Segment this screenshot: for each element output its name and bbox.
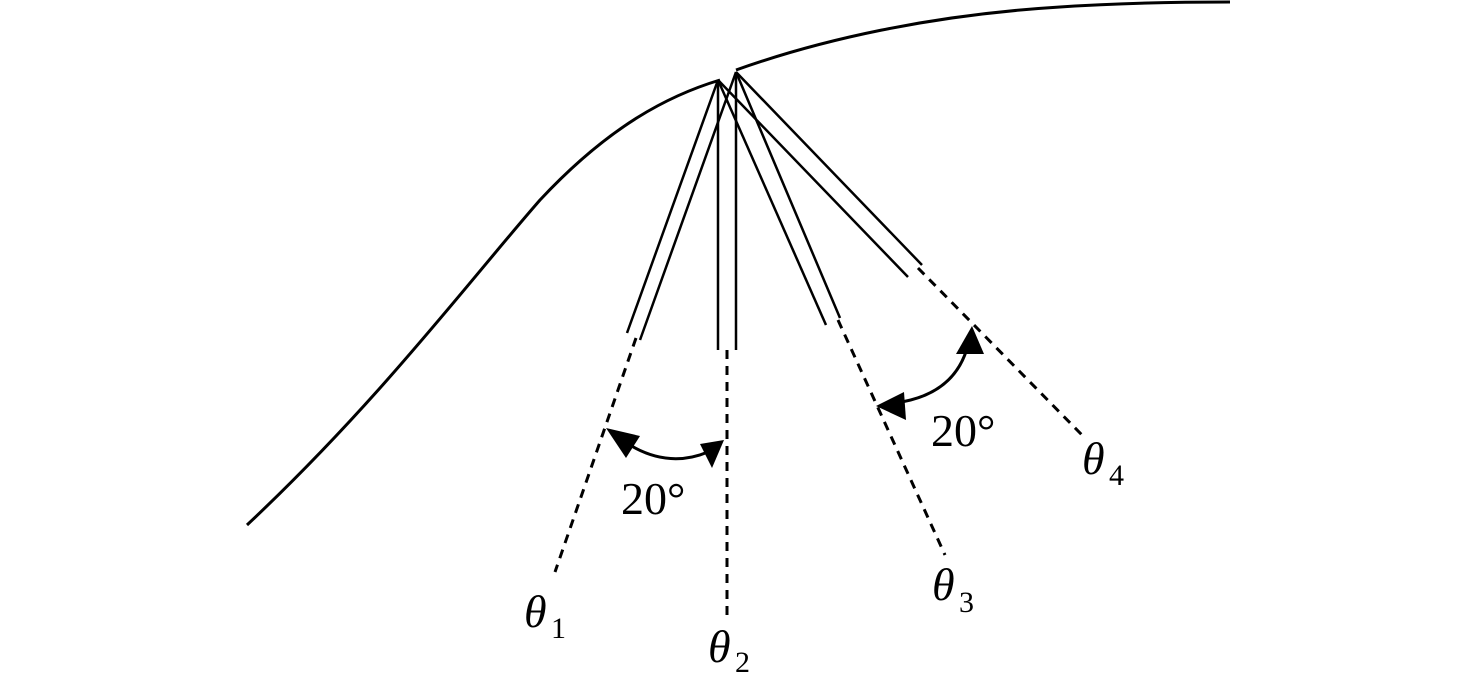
- beam-theta-3: [716, 71, 947, 556]
- arrowhead-right-1: [876, 392, 906, 420]
- svg-text:2: 2: [735, 646, 750, 679]
- arrowhead-left-1: [606, 428, 640, 458]
- surface-curve: [245, 0, 1231, 527]
- beam-theta-2: [716, 72, 738, 615]
- svg-text:4: 4: [1109, 459, 1124, 492]
- arrowhead-left-2: [700, 440, 724, 468]
- svg-text:θ: θ: [1082, 433, 1105, 484]
- angle-label-right: 20°: [931, 405, 995, 456]
- svg-text:3: 3: [959, 586, 974, 619]
- angle-arc-right: [876, 326, 984, 420]
- arrowhead-right-2: [956, 326, 984, 354]
- beam-theta-4: [717, 71, 1084, 437]
- svg-text:θ: θ: [524, 586, 547, 637]
- beam-theta-1: [553, 71, 738, 573]
- theta-label-2: θ 2: [708, 621, 750, 679]
- svg-text:1: 1: [551, 612, 566, 645]
- theta-label-4: θ 4: [1082, 433, 1124, 492]
- angle-arc-left: [606, 428, 724, 468]
- theta-label-1: θ 1: [524, 586, 566, 645]
- theta-label-3: θ 3: [932, 559, 974, 619]
- angle-label-left: 20°: [621, 473, 685, 524]
- svg-text:θ: θ: [932, 559, 955, 610]
- svg-text:θ: θ: [708, 621, 731, 672]
